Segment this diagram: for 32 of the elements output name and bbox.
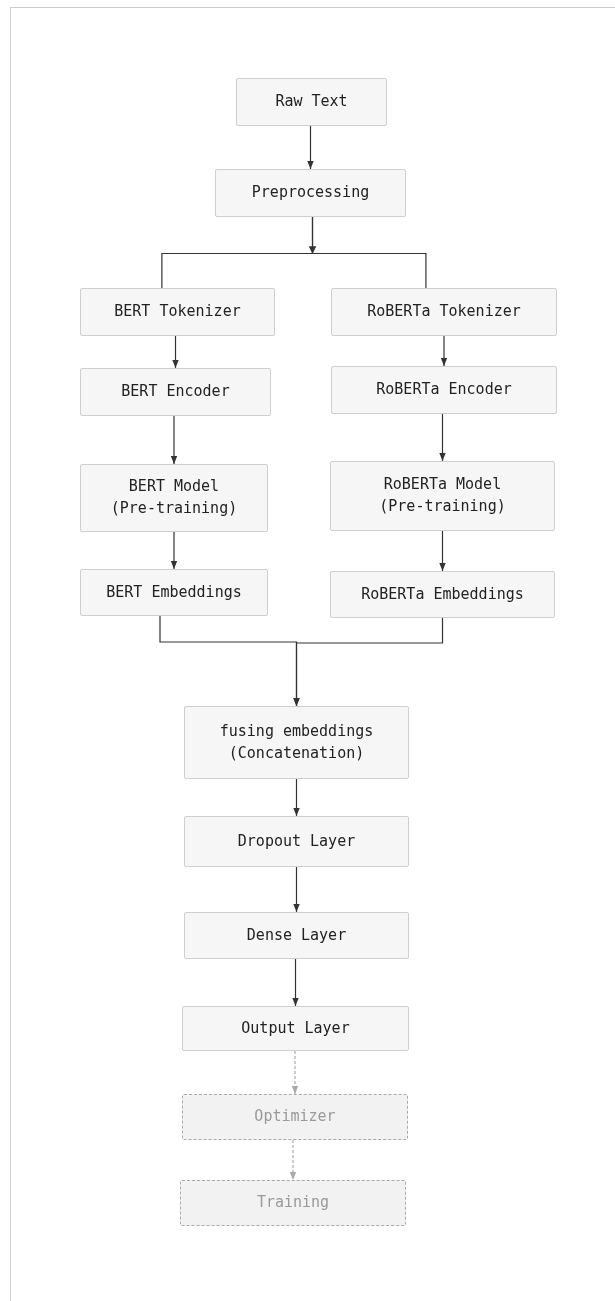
process-box <box>236 78 387 126</box>
node-label: Dense Layer <box>246 924 347 946</box>
node-label: BERT Encoder <box>121 381 230 403</box>
process-box <box>184 706 409 779</box>
process-box <box>180 1180 406 1226</box>
node-label: Dropout Layer <box>237 830 356 852</box>
node-label: BERT Model (Pre-training) <box>109 476 239 519</box>
node-label: RoBERTa Embeddings <box>361 583 524 605</box>
process-box <box>182 1094 408 1140</box>
node-label: Raw Text <box>275 91 348 113</box>
node-label: Preprocessing <box>251 182 370 204</box>
node-label: Training <box>256 1192 330 1214</box>
process-box <box>330 461 555 531</box>
node-label: RoBERTa Tokenizer <box>367 301 521 323</box>
process-box <box>184 816 409 867</box>
node-label: BERT Tokenizer <box>114 301 241 323</box>
node-label: fusing embeddings (Concatenation) <box>218 720 375 764</box>
process-box <box>215 169 406 217</box>
node-label: Optimizer <box>254 1106 336 1128</box>
process-box <box>80 464 268 532</box>
node-label: Output Layer <box>241 1017 350 1039</box>
process-box <box>330 571 555 618</box>
process-box <box>80 368 271 416</box>
process-box <box>184 912 409 959</box>
process-box <box>80 569 268 616</box>
process-box <box>331 288 557 336</box>
process-box <box>331 366 557 414</box>
process-box <box>182 1006 409 1051</box>
node-label: RoBERTa Encoder <box>376 379 512 401</box>
node-label: RoBERTa Model (Pre-training) <box>378 474 507 517</box>
node-label: BERT Embeddings <box>106 581 242 603</box>
process-box <box>80 288 275 336</box>
